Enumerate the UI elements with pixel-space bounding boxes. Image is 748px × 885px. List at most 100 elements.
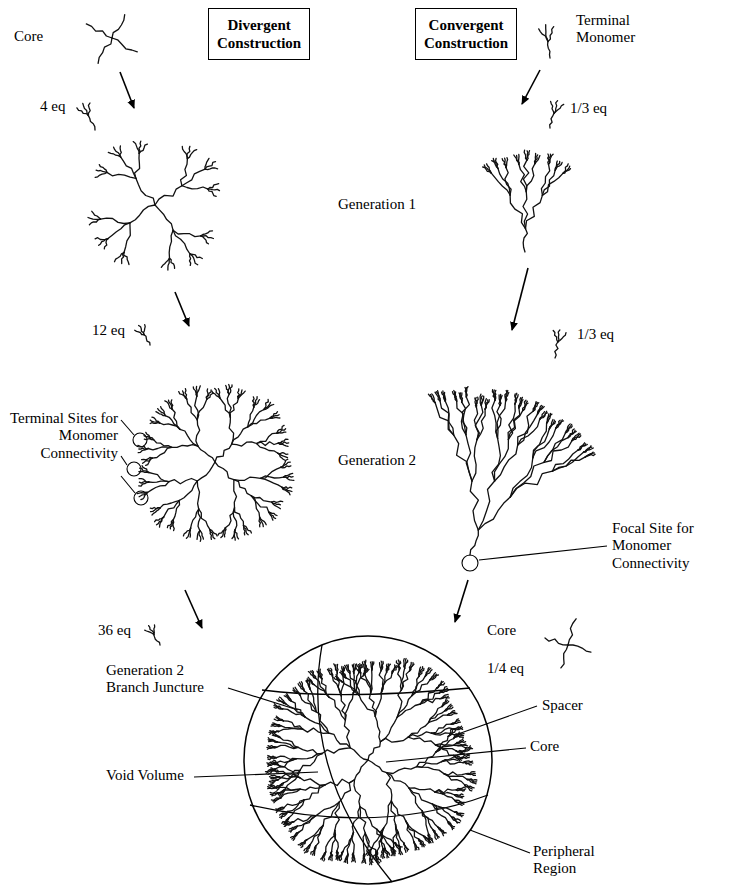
branch-segment <box>142 458 153 460</box>
annotation-label: Terminal Monomer <box>576 12 656 47</box>
branch-segment <box>269 780 278 782</box>
branch-segment <box>210 530 215 539</box>
branch-segment <box>291 701 305 717</box>
branch-segment <box>108 223 130 239</box>
branch-segment <box>485 400 489 409</box>
branch-segment <box>121 157 136 178</box>
branch-segment <box>348 665 350 674</box>
branch-segment <box>436 744 458 746</box>
branch-segment <box>494 390 496 400</box>
branch-segment <box>234 480 237 508</box>
branch-segment <box>291 832 299 837</box>
branch-segment <box>230 399 238 418</box>
branch-segment <box>463 748 472 751</box>
branch-segment <box>419 839 422 847</box>
branch-segment <box>272 502 281 509</box>
branch-segment <box>454 728 462 730</box>
branch-segment <box>549 154 554 164</box>
branch-segment <box>289 826 297 831</box>
annotation-label: Core <box>530 738 559 755</box>
branch-segment <box>300 778 325 786</box>
branch-segment <box>365 670 371 693</box>
branch-segment <box>549 420 554 429</box>
branch-segment <box>280 812 288 816</box>
branch-segment <box>169 400 173 409</box>
branch-segment <box>440 696 449 698</box>
branch-segment <box>551 101 555 113</box>
branch-segment <box>257 444 278 454</box>
branch-segment <box>566 424 572 432</box>
branch-segment <box>270 792 280 793</box>
branch-segment <box>208 189 220 191</box>
branch-segment <box>385 848 387 858</box>
branch-segment <box>495 440 509 482</box>
branch-segment <box>312 671 316 679</box>
heading-box: Divergent Construction <box>208 8 310 60</box>
branch-segment <box>266 769 276 772</box>
branch-segment <box>555 342 558 358</box>
branch-segment <box>359 665 363 673</box>
branch-segment <box>303 728 329 733</box>
branch-segment <box>201 231 213 236</box>
branch-segment <box>345 665 350 673</box>
annotation-label: Peripheral Region <box>533 843 613 878</box>
branch-segment <box>151 508 161 512</box>
branch-segment <box>445 707 453 711</box>
branch-segment <box>440 688 448 693</box>
branch-segment <box>375 716 380 741</box>
branch-segment <box>148 482 169 493</box>
branch-segment <box>406 821 414 842</box>
branch-segment <box>481 396 484 405</box>
branch-segment <box>181 159 188 186</box>
branch-segment <box>336 665 338 673</box>
branch-segment <box>523 160 528 192</box>
branch-segment <box>107 172 136 178</box>
branch-segment <box>272 501 283 502</box>
branch-segment <box>438 391 440 401</box>
branch-segment <box>270 415 279 419</box>
branch-segment <box>155 186 182 205</box>
branch-segment <box>381 849 383 858</box>
branch-segment <box>397 704 420 717</box>
branch-segment <box>279 697 285 704</box>
branch-segment <box>152 417 160 423</box>
branch-segment <box>371 670 373 693</box>
annotation-label: 4 eq <box>40 98 65 115</box>
branch-segment <box>307 825 324 840</box>
branch-segment <box>141 493 148 500</box>
branch-segment <box>276 808 284 811</box>
annotation-label: Core <box>487 622 516 639</box>
branch-segment <box>360 807 366 833</box>
branch-segment <box>232 427 248 444</box>
branch-segment <box>115 253 125 262</box>
annotation-label: Focal Site for Monomer Connectivity <box>612 520 740 572</box>
annotation-label: Spacer <box>542 697 583 714</box>
branch-segment <box>232 530 235 539</box>
branch-segment <box>462 397 469 435</box>
branch-segment <box>465 388 467 398</box>
branch-segment <box>149 626 154 635</box>
branch-segment <box>234 477 261 480</box>
branch-segment <box>352 853 354 862</box>
branch-segment <box>467 780 476 784</box>
branch-segment <box>294 816 316 822</box>
branch-segment <box>455 801 462 806</box>
branch-segment <box>350 748 368 760</box>
branch-segment <box>435 403 454 435</box>
branch-segment <box>352 807 360 832</box>
annotation-label: Generation 2 Branch Juncture <box>106 662 226 697</box>
branch-segment <box>268 746 277 748</box>
branch-segment <box>533 403 538 411</box>
branch-segment <box>523 401 528 410</box>
branch-segment <box>414 842 417 850</box>
branch-segment <box>506 158 508 168</box>
branch-segment <box>344 854 348 862</box>
branch-segment <box>149 473 169 482</box>
branch-segment <box>365 833 375 855</box>
branch-segment <box>298 840 307 845</box>
branch-segment <box>137 493 147 494</box>
branch-segment <box>542 170 555 195</box>
branch-segment <box>470 530 478 555</box>
branch-segment <box>404 843 406 853</box>
branch-segment <box>268 738 277 742</box>
